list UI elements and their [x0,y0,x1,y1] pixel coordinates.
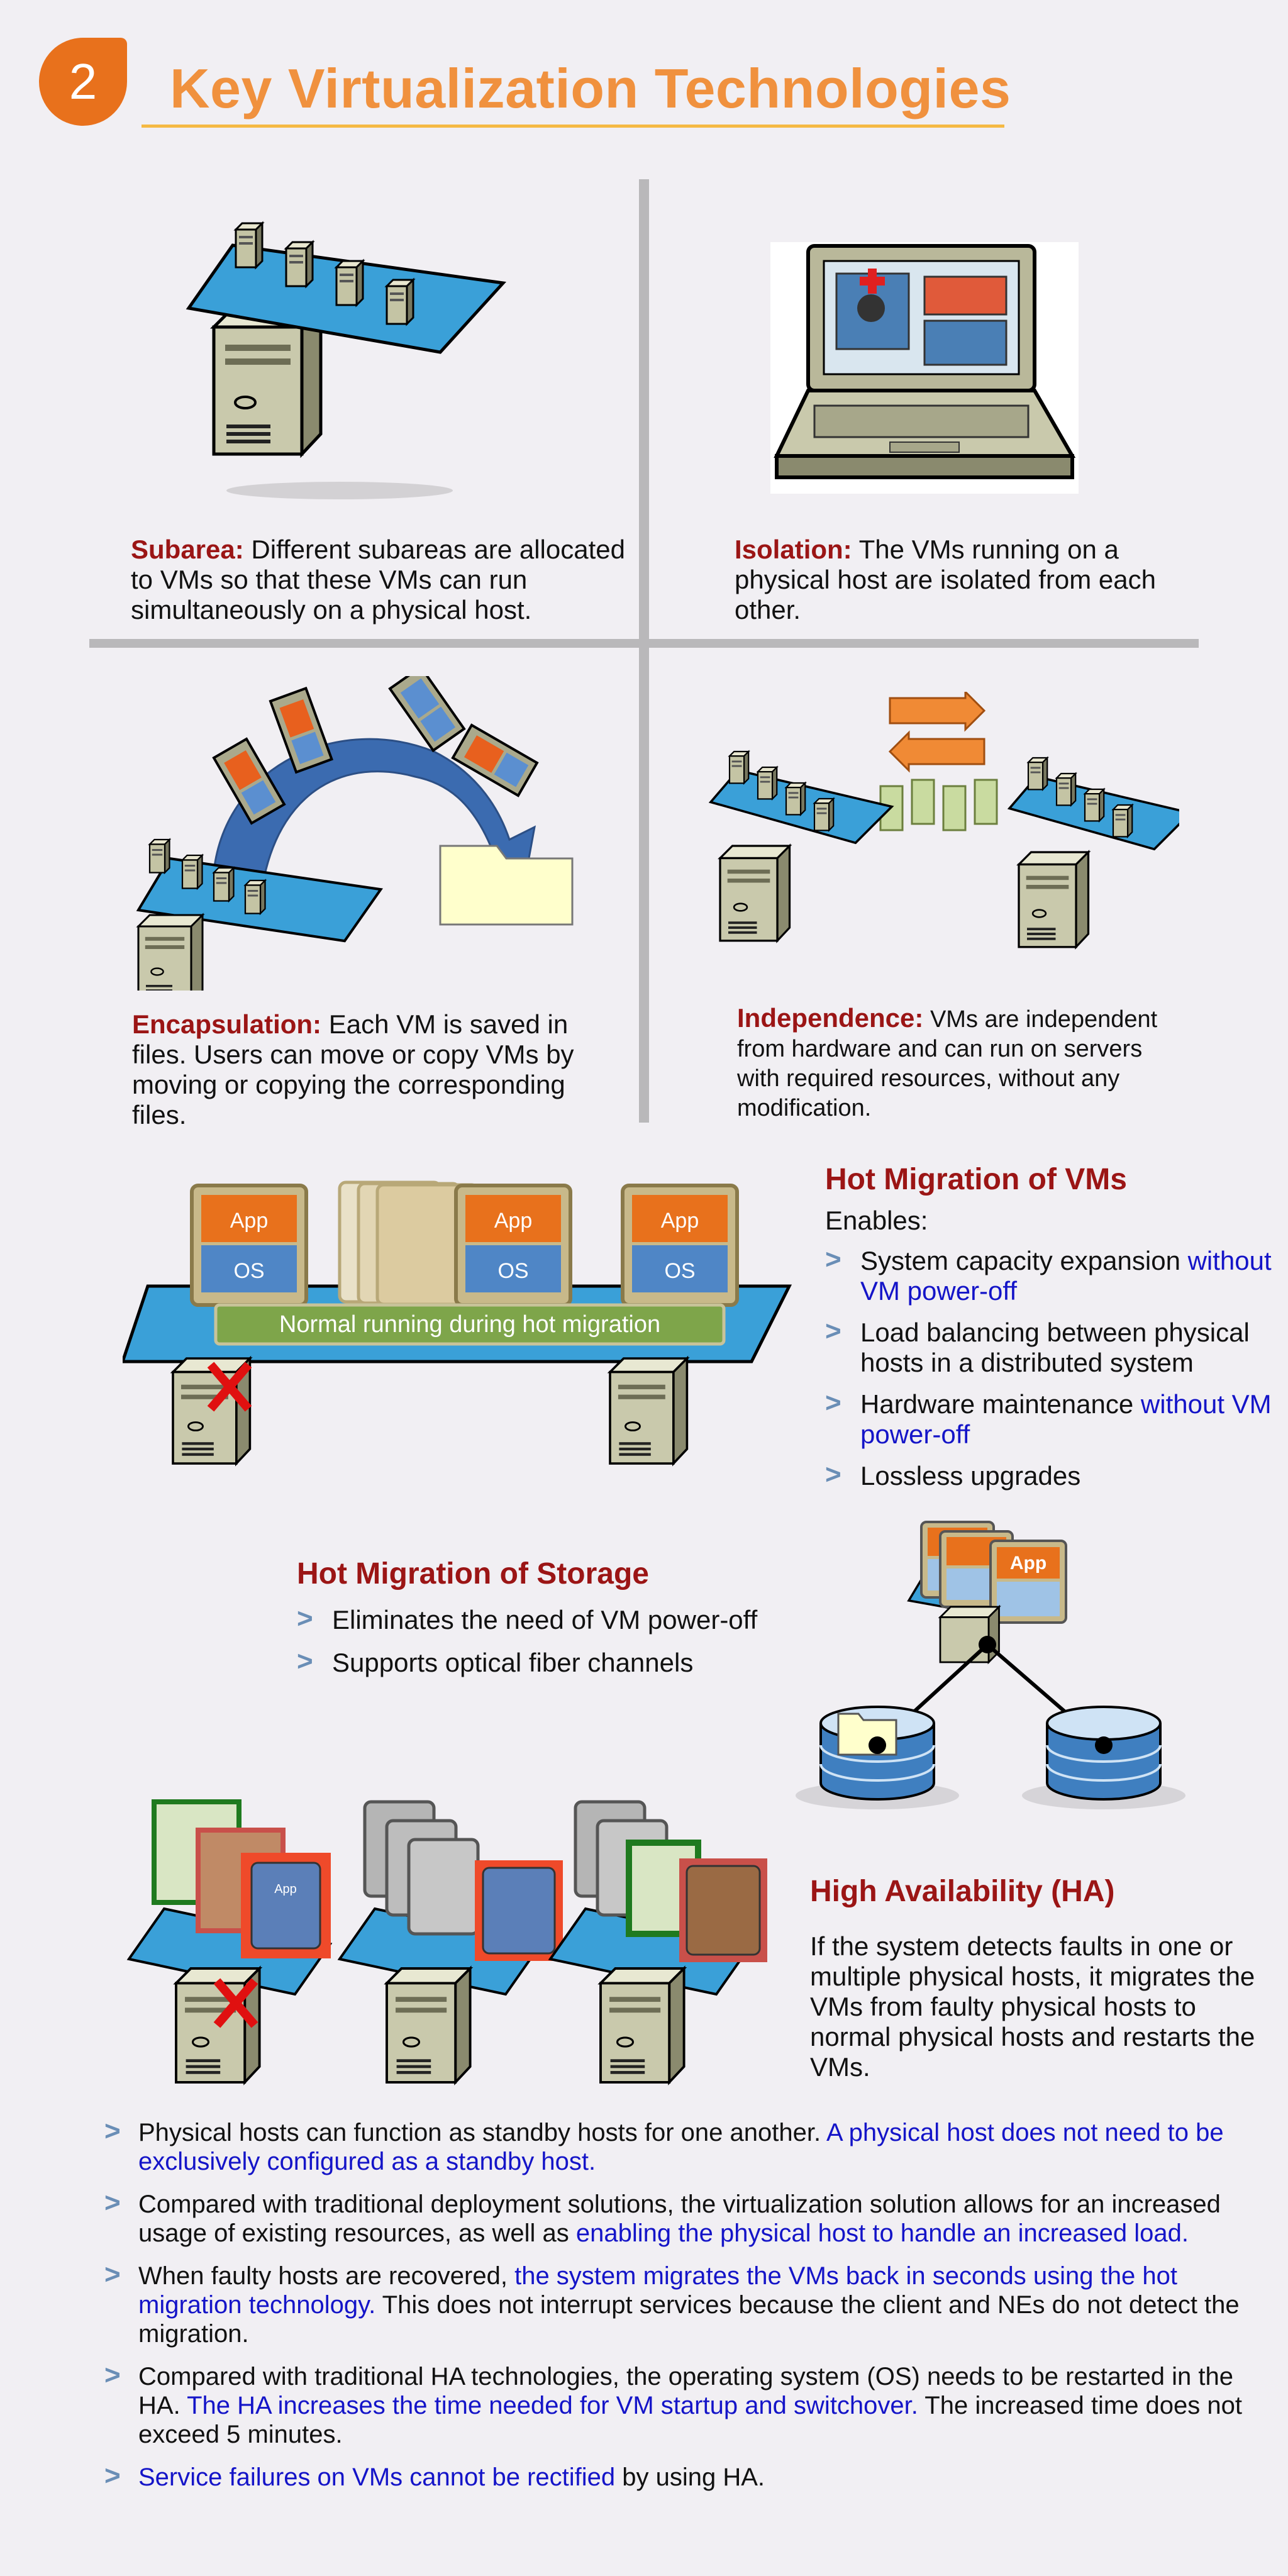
vm-os-label-2: OS [497,1259,528,1283]
vm-os-label-3: OS [664,1259,695,1283]
vm-app-label-1: App [230,1209,269,1233]
isolation-label: Isolation: [735,535,852,564]
encapsulation-description: Encapsulation: Each VM is saved in files… [132,1009,616,1130]
ha-vm-app-label: App [274,1882,297,1896]
hot-vm-bullet: >Hardware maintenance without VM power-o… [825,1387,1272,1450]
bullet-arrow-icon: > [104,2360,121,2390]
subarea-illustration [186,222,507,499]
page-title: Key Virtualization Technologies [170,57,1011,119]
bullet-arrow-icon: > [104,2259,121,2290]
storage-disk-right [1046,1706,1162,1801]
bullet-arrow-icon: > [825,1316,841,1346]
subarea-label: Subarea: [131,535,244,564]
bullet-arrow-icon: > [104,2460,121,2491]
vm-app-label-2: App [494,1209,533,1233]
hot-storage-bullet: >Eliminates the need of VM power-off [297,1603,758,1635]
note-item: >When faulty hosts are recovered, the sy… [104,2259,1240,2348]
hot-vm-section: Hot Migration of VMs Enables: >System ca… [825,1162,1278,1491]
section-number: 2 [69,53,97,109]
fault-x-icon [207,1362,252,1412]
vm-app-label-3: App [661,1209,699,1233]
hot-vm-bullet: >Lossless upgrades [825,1459,1081,1491]
section-number-badge: 2 [39,38,127,126]
hot-storage-section: Hot Migration of Storage >Eliminates the… [297,1557,800,1678]
hot-vm-bullet: >Load balancing between physical hosts i… [825,1316,1250,1378]
bullet-arrow-icon: > [104,2116,121,2146]
independence-label: Independence: [737,1003,924,1033]
encapsulation-text: Each VM is saved in files. Users can mov… [132,1009,574,1130]
bullet-arrow-icon: > [825,1244,841,1275]
migration-banner: Normal running during hot migration [279,1311,660,1338]
ha-section: High Availability (HA) If the system det… [810,1874,1275,2082]
note-item: >Physical hosts can function as standby … [104,2116,1224,2176]
note-item: >Compared with traditional deployment so… [104,2187,1221,2248]
bullet-arrow-icon: > [825,1459,841,1490]
hot-vm-title: Hot Migration of VMs [825,1163,1127,1196]
ha-title: High Availability (HA) [810,1875,1115,1908]
title-underline [142,125,1004,128]
encapsulation-label: Encapsulation: [132,1009,322,1039]
hot-vm-enables: Enables: [825,1206,928,1235]
ha-fault-x-icon [213,1978,258,2028]
bullet-arrow-icon: > [297,1603,313,1634]
hot-storage-illustration: App [796,1521,1185,1809]
bullet-arrow-icon: > [104,2187,121,2218]
encapsulation-illustration [136,676,574,991]
bullet-arrow-icon: > [825,1387,841,1418]
note-item: >Service failures on VMs cannot be recti… [104,2460,765,2492]
isolation-laptop-illustration [770,242,1079,494]
isolation-text: The VMs running on a physical host are i… [735,535,1157,625]
hot-vm-bullet: >System capacity expansion without VM po… [825,1244,1272,1306]
hot-vm-migration-illustration: App OS App OS App OS Normal running duri… [123,1180,792,1465]
independence-illustration [708,692,1179,948]
isolation-description: Isolation: The VMs running on a physical… [735,535,1175,625]
vm-os-label-1: OS [233,1259,264,1283]
storage-vm-app-label: App [1010,1553,1046,1574]
ha-description: If the system detects faults in one or m… [810,1931,1255,2082]
independence-text: VMs are independent from hardware and ca… [737,1006,1158,1121]
subarea-description: Subarea: Different subareas are allocate… [131,535,628,625]
note-item: >Compared with traditional HA technologi… [104,2360,1243,2449]
bullet-arrow-icon: > [297,1646,313,1677]
ha-illustration: App [126,1799,767,2084]
notes-list: >Physical hosts can function as standby … [101,2116,1258,2506]
subarea-text: Different subareas are allocated to VMs … [131,535,625,625]
independence-description: Independence: VMs are independent from h… [737,1003,1190,1123]
hot-storage-title: Hot Migration of Storage [297,1557,649,1591]
horizontal-divider [89,639,1199,648]
hot-storage-bullet: >Supports optical fiber channels [297,1646,694,1678]
vertical-divider [639,179,649,1123]
